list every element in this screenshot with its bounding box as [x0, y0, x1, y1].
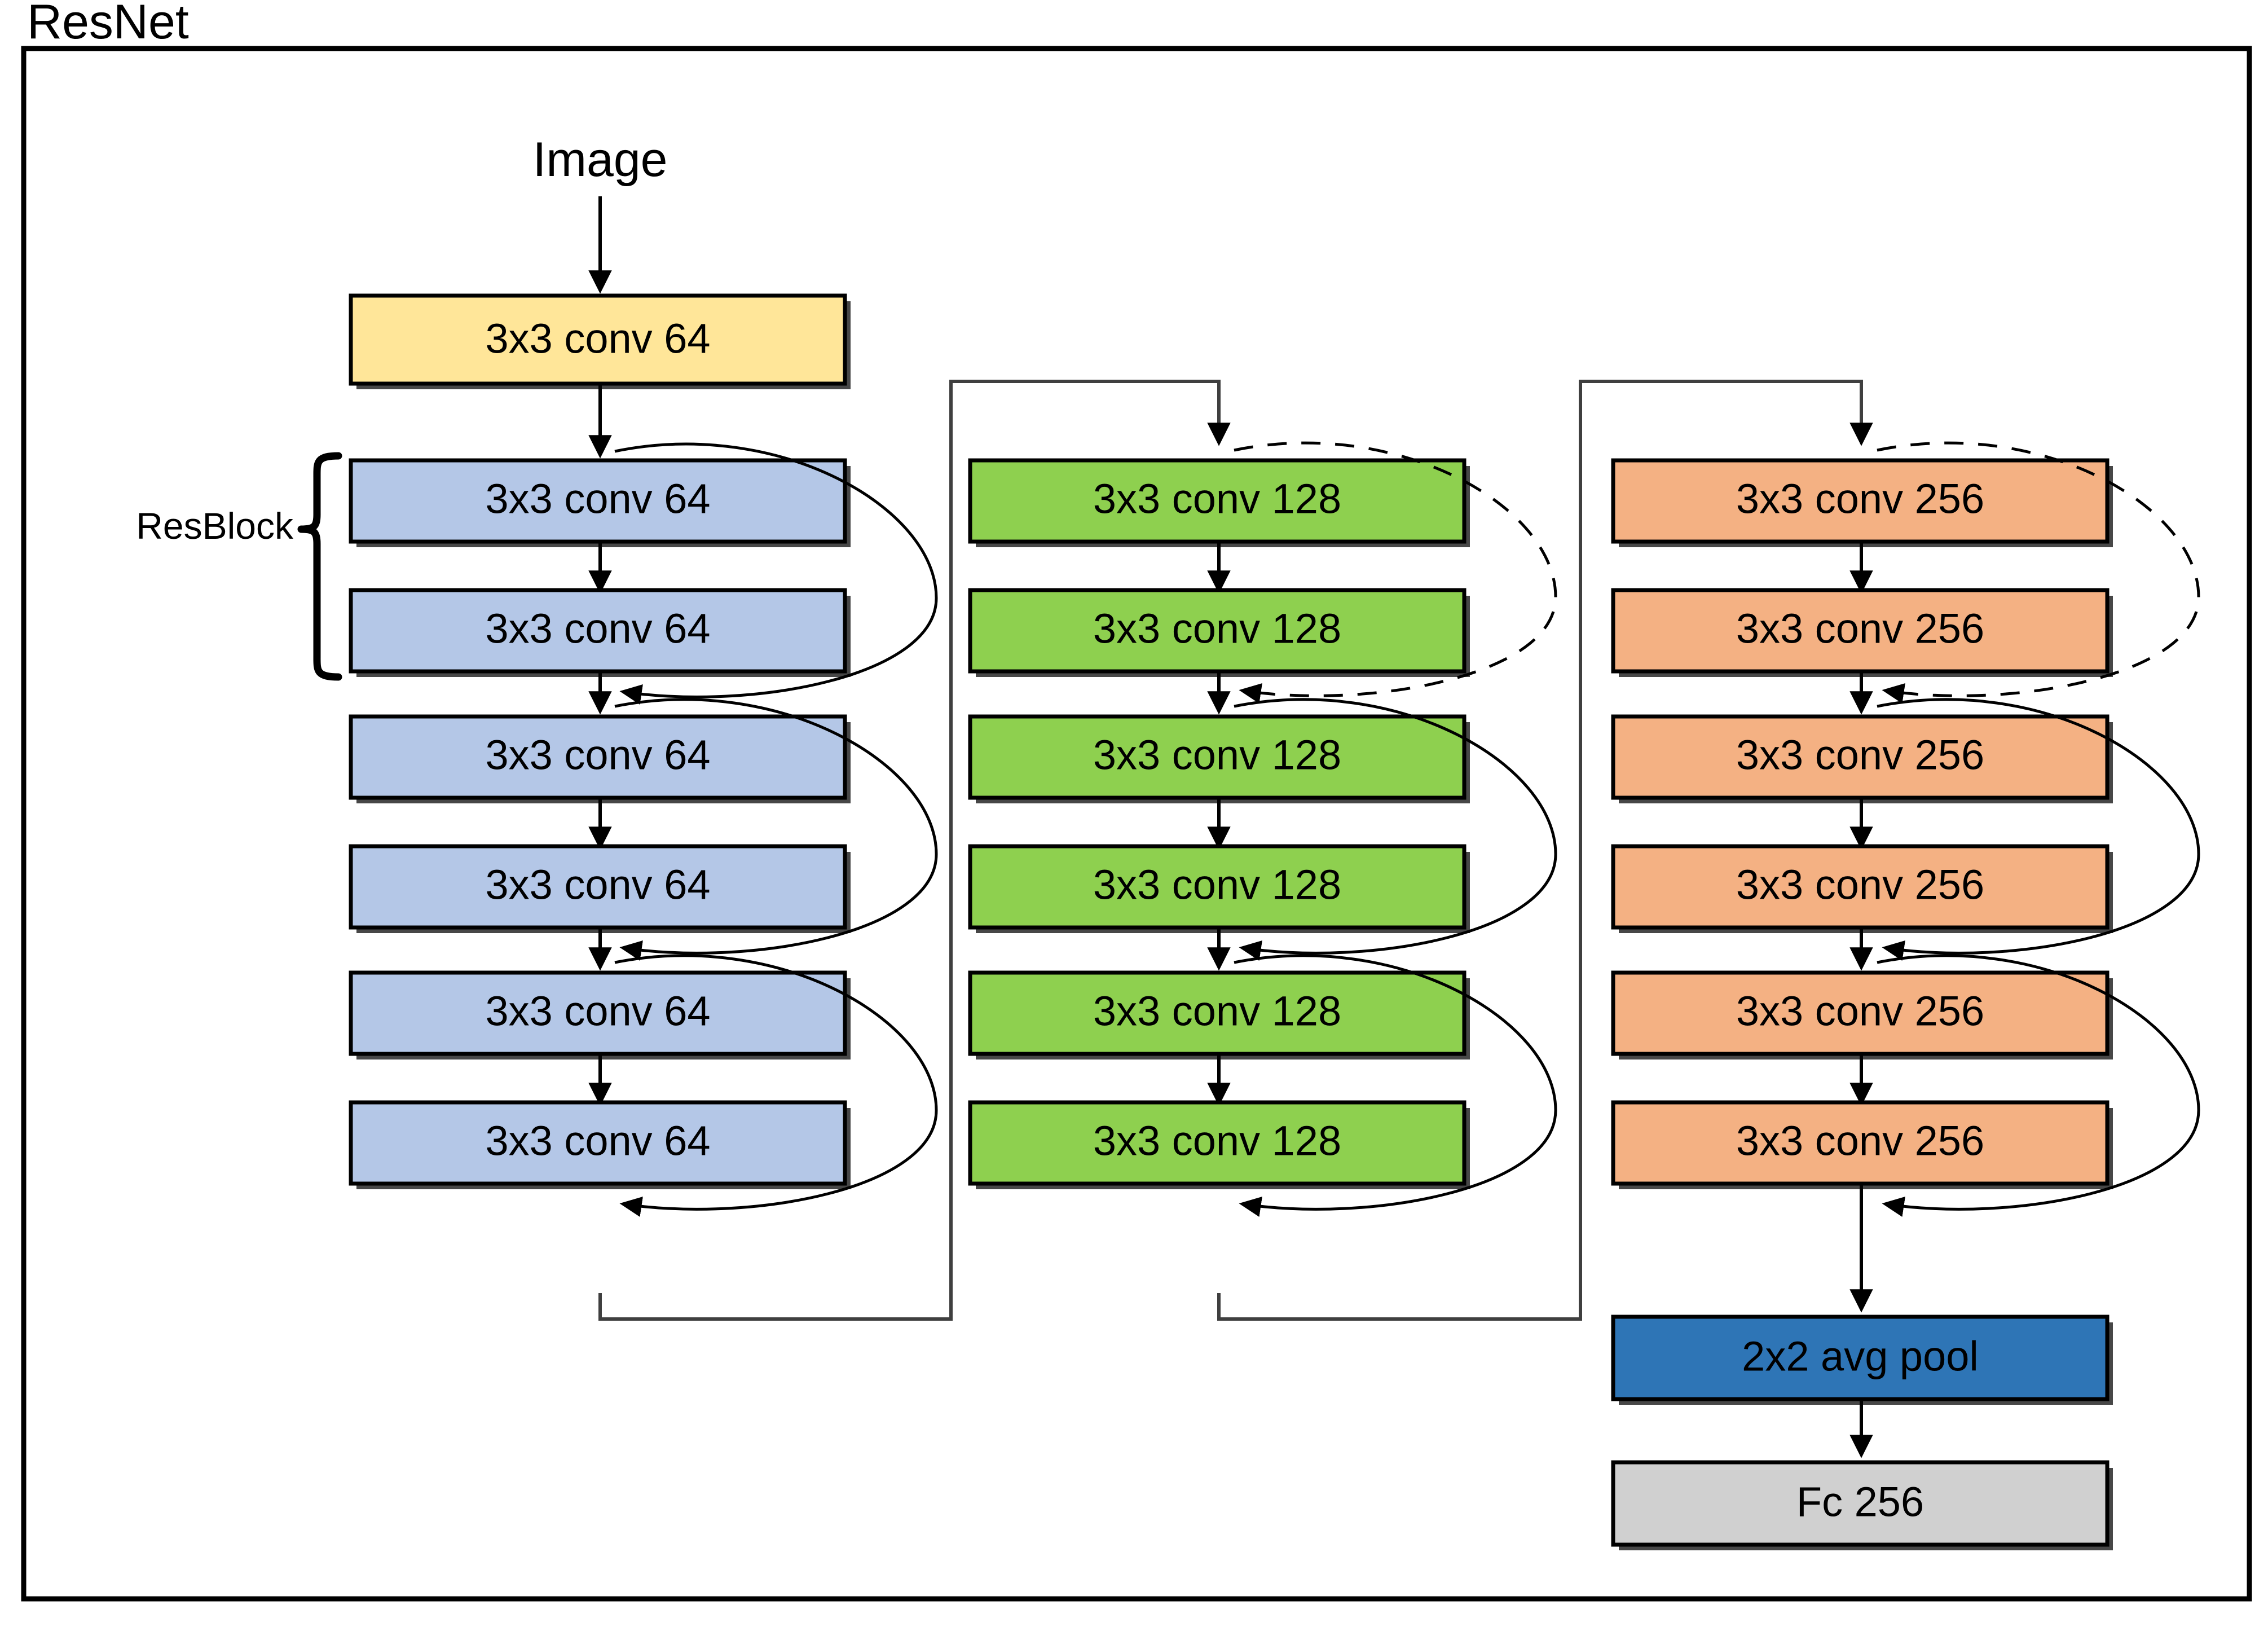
box-label-c3-1: 3x3 conv 256 — [1736, 476, 1984, 522]
skip-c2-block3 — [1234, 954, 1557, 1217]
edge-stage1-to-stage2 — [598, 380, 1231, 1321]
box-label-c3-6: 3x3 conv 256 — [1736, 1118, 1984, 1164]
skip-c1-block1 — [614, 442, 938, 705]
box-c1-4[interactable] — [349, 844, 847, 930]
box-label-c1-1: 3x3 conv 64 — [485, 476, 710, 522]
box-c3-6[interactable] — [1611, 1100, 2110, 1186]
skip-c3-block3 — [1877, 954, 2200, 1217]
diagram-frame — [21, 46, 2252, 1602]
box-c2-2[interactable] — [968, 588, 1467, 674]
box-label-c2-1: 3x3 conv 128 — [1093, 476, 1341, 522]
box-label-c3-2: 3x3 conv 256 — [1736, 605, 1984, 652]
skip-c3-block2 — [1877, 698, 2200, 961]
box-c3-4[interactable] — [1611, 844, 2110, 930]
box-label-c1-2: 3x3 conv 64 — [485, 605, 710, 652]
box-c1-3[interactable] — [349, 714, 847, 800]
box-label-c2-6: 3x3 conv 128 — [1093, 1118, 1341, 1164]
box-c3-2[interactable] — [1611, 588, 2110, 674]
box-label-c1-4: 3x3 conv 64 — [485, 861, 710, 908]
resblock-brace — [297, 452, 342, 681]
box-label-c1-6: 3x3 conv 64 — [485, 1118, 710, 1164]
box-c2-5[interactable] — [968, 970, 1467, 1056]
box-label-c1-3: 3x3 conv 64 — [485, 732, 710, 779]
box-c1-5[interactable] — [349, 970, 847, 1056]
skip-c1-block2 — [614, 698, 938, 961]
box-c1-2[interactable] — [349, 588, 847, 674]
box-fc[interactable] — [1611, 1460, 2110, 1547]
input-label: Image — [532, 133, 667, 187]
skip-c2-block2 — [1234, 698, 1557, 961]
edge-stage2-to-stage3 — [1217, 380, 1873, 1321]
box-label-c3-3: 3x3 conv 256 — [1736, 732, 1984, 779]
box-c2-6[interactable] — [968, 1100, 1467, 1186]
skip-c1-block3 — [614, 954, 938, 1217]
box-c2-4[interactable] — [968, 844, 1467, 930]
box-label-c3-4: 3x3 conv 256 — [1736, 861, 1984, 908]
box-label-c2-5: 3x3 conv 128 — [1093, 988, 1341, 1035]
resblock-label: ResBlock — [136, 505, 294, 547]
box-label-c2-2: 3x3 conv 128 — [1093, 605, 1341, 652]
box-label-fc: Fc 256 — [1796, 1479, 1924, 1526]
box-label-c3-5: 3x3 conv 256 — [1736, 988, 1984, 1035]
box-c2-1[interactable] — [968, 458, 1467, 544]
box-label-c2-3: 3x3 conv 128 — [1093, 732, 1341, 779]
box-c1-6[interactable] — [349, 1100, 847, 1186]
box-stem-conv64[interactable] — [349, 293, 847, 386]
box-label-c1-5: 3x3 conv 64 — [485, 988, 710, 1035]
skip-c3-block1-dashed — [1877, 441, 2200, 704]
skip-c2-block1-dashed — [1234, 441, 1557, 704]
box-label-c2-4: 3x3 conv 128 — [1093, 861, 1341, 908]
box-avg-pool[interactable] — [1611, 1315, 2110, 1401]
box-label-avg-pool: 2x2 avg pool — [1742, 1333, 1979, 1380]
page-title: ResNet — [27, 0, 189, 49]
box-c2-3[interactable] — [968, 714, 1467, 800]
box-label-stem: 3x3 conv 64 — [485, 315, 710, 362]
box-c1-1[interactable] — [349, 458, 847, 544]
